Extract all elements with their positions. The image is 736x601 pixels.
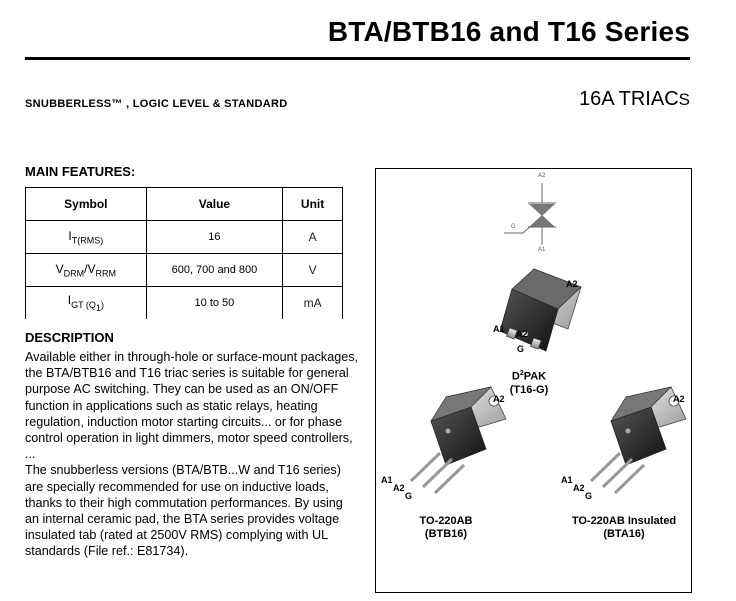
to220-pin-a2: A2 [393,483,405,493]
description-paragraph-1: Available either in through-hole or surf… [25,350,358,462]
d2pak-package-icon [499,268,582,352]
value-cell: 16 [145,220,284,254]
column-header-symbol: Symbol [25,187,147,221]
symbol-cell: VDRM/VRRM [25,253,147,287]
description-heading: DESCRIPTION [25,330,114,345]
category-tail: S [678,90,690,109]
features-heading: MAIN FEATURES: [25,164,136,179]
d2pak-pin-g: G [517,344,525,354]
document-title: BTA/BTB16 and T16 Series [327,16,690,47]
symbol-cell: IT(RMS) [25,220,147,254]
to220-pin-g: G [405,491,413,501]
unit-cell: V [282,253,343,287]
table-row: VDRM/VRRM 600, 700 and 800 V [25,253,343,287]
table-row: IGT (Q1) 10 to 50 mA [25,286,343,319]
features-table: Symbol Value Unit IT(RMS) 16 A VDRM/VRRM… [25,187,343,319]
to220ab-insulated-label: TO-220AB Insulated (BTA16) [571,515,677,540]
table-row: IT(RMS) 16 A [25,220,343,254]
document-subtitle: SNUBBERLESS™ , LOGIC LEVEL & STANDARD [25,98,288,110]
column-header-value: Value [145,187,284,221]
value-cell: 10 to 50 [145,286,284,319]
symbol-cell: IGT (Q1) [25,286,147,319]
to220ab-label: TO-220AB (BTB16) [419,515,473,540]
symbol-pin-a2: A2 [538,173,546,179]
symbol-pin-g: G [511,224,516,230]
table-header-row: Symbol Value Unit [25,187,343,221]
d2pak-label: D2PAK (T16-G) [509,370,549,396]
category-main: 16A TRIAC [578,88,679,110]
unit-cell: mA [282,286,343,319]
d2pak-pin-a2: A2 [516,329,528,339]
to220ins-pin-a2: A2 [573,483,585,493]
to220ab-package-icon [409,386,507,495]
description-paragraph-2: The snubberless versions (BTA/BTB...W an… [25,463,343,559]
symbol-pin-a1: A1 [538,247,546,253]
description-text: Available either in through-hole or surf… [25,349,360,560]
unit-cell: A [282,220,343,254]
value-cell: 600, 700 and 800 [145,253,284,287]
to220-pin-a2-tab: A2 [493,394,505,404]
title-rule [25,57,690,60]
package-illustrations [409,183,687,495]
product-category: 16A TRIACS [579,88,690,111]
d2pak-pin-a1: A1 [493,324,505,334]
package-figure: A2 G A1 A2 A1 A2 G D2PAK (T16-G) A2 A1 A… [375,168,692,593]
triac-symbol-icon [504,183,556,245]
to220ins-pin-a1: A1 [561,475,573,485]
to220ins-pin-g: G [585,491,593,501]
to220ins-pin-a2-tab: A2 [673,394,685,404]
column-header-unit: Unit [282,187,343,221]
d2pak-pin-a2-tab: A2 [566,279,578,289]
to220ab-insulated-package-icon [589,386,687,495]
to220-pin-a1: A1 [381,475,393,485]
